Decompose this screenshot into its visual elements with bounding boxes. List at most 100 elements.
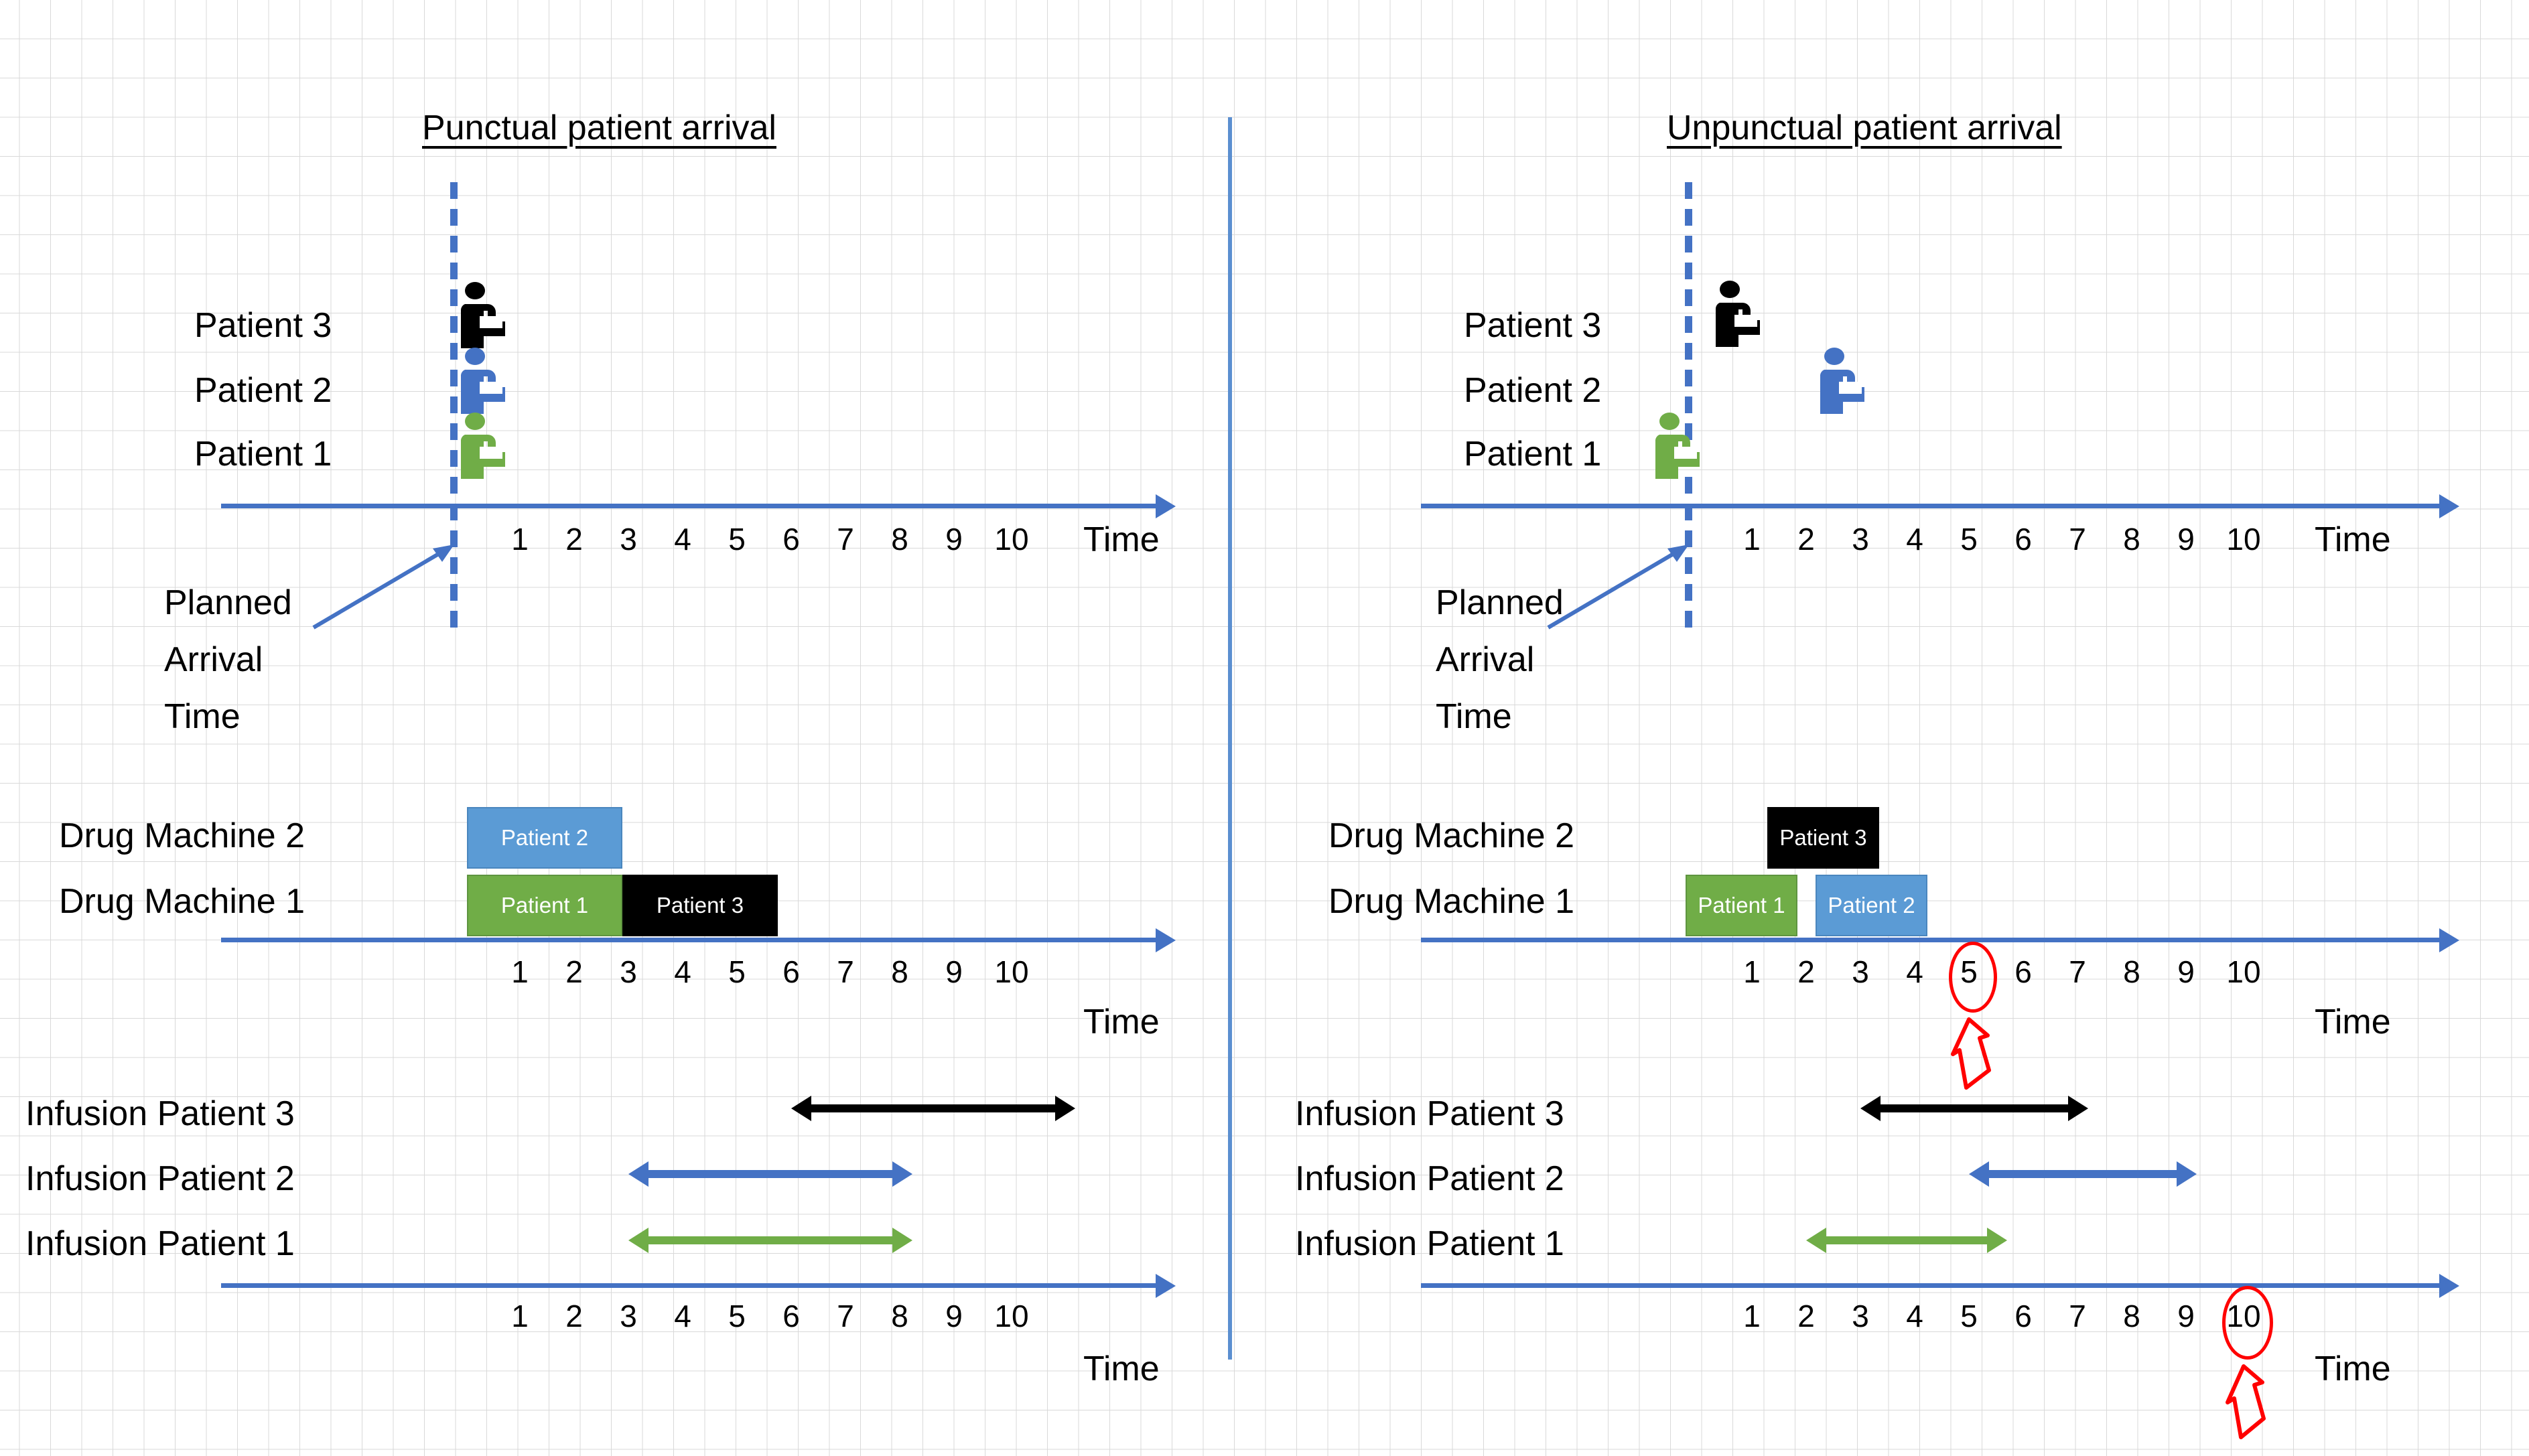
- infusion-arrow-shaft: [1988, 1170, 2178, 1178]
- infusion-arrow-head-right: [1055, 1096, 1075, 1121]
- machines-tick-2: 2: [1797, 954, 1815, 989]
- planned-arrival-callout-line3: Time: [1436, 697, 1512, 736]
- patient-2-figure-icon: [1812, 347, 1870, 417]
- arrival-tick-4: 4: [1906, 522, 1923, 557]
- infusion-time-axis-arrowhead: [1156, 1274, 1176, 1298]
- machines-tick-6: 6: [782, 954, 800, 989]
- infusion-arrow-head-left: [1969, 1161, 1989, 1187]
- infusion-arrow-head-left: [628, 1228, 648, 1253]
- machines-tick-3: 3: [620, 954, 637, 989]
- arrival-time-axis-arrowhead: [2439, 494, 2459, 518]
- machine-job-label: Patient 3: [656, 893, 744, 918]
- infusion-row-label-2: Infusion Patient 2: [25, 1159, 295, 1198]
- infusion-tick-9: 9: [2177, 1299, 2195, 1333]
- machines-tick-10: 10: [2226, 954, 2261, 989]
- infusion-time-axis-arrowhead: [2439, 1274, 2459, 1298]
- infusion-tick-3: 3: [1852, 1299, 1869, 1333]
- arrival-tick-8: 8: [891, 522, 908, 557]
- arrival-tick-9: 9: [2177, 522, 2195, 557]
- machine-job-bar[interactable]: Patient 1: [467, 875, 622, 936]
- infusion-row-label-1: Infusion Patient 1: [1295, 1224, 1564, 1263]
- machine-job-bar[interactable]: Patient 3: [1767, 807, 1879, 869]
- machine-job-bar[interactable]: Patient 1: [1686, 875, 1797, 936]
- infusion-row-label-1: Infusion Patient 1: [25, 1224, 295, 1263]
- arrival-time-axis: [221, 504, 1156, 508]
- machines-tick-9: 9: [945, 954, 963, 989]
- patient-1-figure-icon: [453, 412, 510, 482]
- machines-tick-9: 9: [2177, 954, 2195, 989]
- arrival-row-label-patient-3: Patient 3: [194, 306, 332, 345]
- infusion-time-axis-label: Time: [1083, 1350, 1160, 1388]
- machines-tick-1: 1: [511, 954, 529, 989]
- infusion-tick-5: 5: [728, 1299, 746, 1333]
- infusion-tick-1: 1: [511, 1299, 529, 1333]
- patient-3-figure-icon: [453, 281, 510, 351]
- infusion-tick-7: 7: [2069, 1299, 2086, 1333]
- infusion-arrow-head-left: [1860, 1096, 1881, 1121]
- machine-job-label: Patient 3: [1779, 825, 1867, 850]
- infusion-tick-2: 2: [565, 1299, 583, 1333]
- machines-time-axis: [1421, 938, 2439, 942]
- infusion-tick-4: 4: [674, 1299, 691, 1333]
- planned-arrival-callout-line3: Time: [164, 697, 241, 736]
- annotation-circle-infusion-tick: [2222, 1286, 2273, 1360]
- arrival-tick-2: 2: [1797, 522, 1815, 557]
- machine-job-label: Patient 2: [500, 825, 589, 850]
- machines-tick-8: 8: [2123, 954, 2140, 989]
- infusion-arrow-head-right: [892, 1161, 912, 1187]
- panel-unpunctual: Unpunctual patient arrival Patient 3 Pat…: [1228, 0, 2529, 1456]
- arrival-tick-1: 1: [1743, 522, 1761, 557]
- infusion-tick-5: 5: [1960, 1299, 1978, 1333]
- panel-title-punctual: Punctual patient arrival: [422, 108, 776, 147]
- annotation-circle-machines-tick: [1949, 942, 1997, 1013]
- annotation-arrow-infusion-tick: [2226, 1364, 2266, 1439]
- arrival-time-axis-label: Time: [1083, 520, 1160, 559]
- arrival-tick-4: 4: [674, 522, 691, 557]
- infusion-arrow-head-left: [791, 1096, 811, 1121]
- infusion-tick-6: 6: [782, 1299, 800, 1333]
- infusion-arrow-head-right: [2177, 1161, 2197, 1187]
- arrival-time-axis-label: Time: [2315, 520, 2391, 559]
- machine-row-label-2: Drug Machine 2: [1328, 816, 1575, 855]
- arrival-row-label-patient-3: Patient 3: [1464, 306, 1602, 345]
- machine-job-bar[interactable]: Patient 3: [622, 875, 778, 936]
- infusion-arrow-shaft: [1879, 1104, 2069, 1112]
- infusion-tick-9: 9: [945, 1299, 963, 1333]
- infusion-tick-2: 2: [1797, 1299, 1815, 1333]
- patient-3-figure-icon: [1708, 280, 1765, 350]
- planned-arrival-callout-line1: Planned: [1436, 583, 1564, 622]
- patient-1-figure-icon: [1647, 412, 1705, 482]
- arrival-tick-7: 7: [2069, 522, 2086, 557]
- arrival-time-axis-arrowhead: [1156, 494, 1176, 518]
- infusion-time-axis: [1421, 1283, 2439, 1288]
- machine-job-label: Patient 1: [500, 893, 589, 918]
- infusion-tick-3: 3: [620, 1299, 637, 1333]
- planned-arrival-dashed-line: [1685, 182, 1692, 638]
- planned-arrival-leader-arrow: [312, 544, 454, 630]
- arrival-tick-10: 10: [994, 522, 1029, 557]
- machines-tick-7: 7: [837, 954, 854, 989]
- arrival-tick-2: 2: [565, 522, 583, 557]
- infusion-arrow-head-left: [1806, 1228, 1826, 1253]
- machines-time-axis-arrowhead: [1156, 928, 1176, 952]
- machines-time-axis: [221, 938, 1156, 942]
- machine-job-bar[interactable]: Patient 2: [467, 807, 622, 869]
- infusion-arrow-head-right: [1987, 1228, 2007, 1253]
- infusion-tick-10: 10: [994, 1299, 1029, 1333]
- machines-tick-7: 7: [2069, 954, 2086, 989]
- machine-job-bar[interactable]: Patient 2: [1816, 875, 1927, 936]
- infusion-tick-8: 8: [2123, 1299, 2140, 1333]
- planned-arrival-callout-line2: Arrival: [164, 640, 263, 679]
- machine-job-label: Patient 1: [1698, 893, 1785, 918]
- infusion-time-axis: [221, 1283, 1156, 1288]
- machine-job-label: Patient 2: [1828, 893, 1915, 918]
- arrival-row-label-patient-1: Patient 1: [194, 435, 332, 474]
- arrival-tick-3: 3: [620, 522, 637, 557]
- arrival-time-axis: [1421, 504, 2439, 508]
- infusion-tick-6: 6: [2014, 1299, 2032, 1333]
- arrival-row-label-patient-2: Patient 2: [1464, 371, 1602, 410]
- infusion-arrow-shaft: [647, 1236, 894, 1244]
- arrival-tick-6: 6: [782, 522, 800, 557]
- arrival-row-label-patient-1: Patient 1: [1464, 435, 1602, 474]
